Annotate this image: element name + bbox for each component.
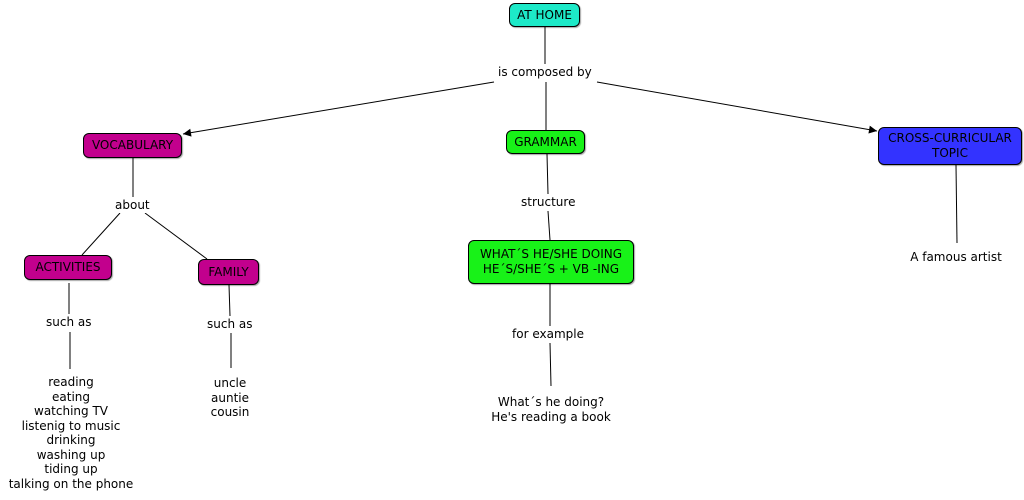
list-item: listenig to music	[21, 418, 121, 433]
link-cross-to-artist	[955, 164, 958, 244]
list-item: washing up	[36, 447, 106, 462]
list-item: watching TV	[34, 404, 108, 418]
node-at-home[interactable]: AT HOME	[509, 3, 580, 27]
node-activities[interactable]: ACTIVITIES	[24, 255, 112, 280]
family-list: uncle auntie cousin	[200, 376, 260, 420]
list-item: tiding up	[44, 462, 98, 476]
example-line: He's reading a book	[491, 409, 611, 424]
list-item: uncle	[213, 376, 247, 390]
node-grammar[interactable]: GRAMMAR	[506, 130, 585, 154]
list-item: drinking	[46, 433, 96, 447]
node-family[interactable]: FAMILY	[198, 259, 259, 285]
list-item: cousin	[210, 405, 250, 419]
node-grammar-structure[interactable]: WHAT´S HE/SHE DOING HE´S/SHE´S + VB -ING	[468, 240, 634, 284]
list-item: talking on the phone	[8, 476, 134, 491]
link-label-such-as-family: such as	[205, 317, 255, 332]
example-line: What´s he doing?	[497, 395, 605, 409]
link-label-about: about	[113, 198, 152, 213]
node-structure-line2: HE´S/SHE´S + VB -ING	[482, 262, 620, 276]
node-cross-curricular-line2: TOPIC	[932, 146, 968, 160]
node-cross-curricular-line1: CROSS-CURRICULAR	[888, 131, 1012, 145]
list-item: reading	[48, 375, 94, 389]
activities-list: reading eating watching TV listenig to m…	[8, 375, 134, 491]
example-text: What´s he doing? He's reading a book	[480, 395, 622, 424]
arrow-to-cross-curricular	[596, 81, 878, 134]
artist-text: A famous artist	[910, 250, 1002, 264]
link-about-to-activities	[81, 212, 121, 256]
arrow-to-vocabulary	[182, 81, 495, 137]
link-label-for-example: for example	[510, 327, 586, 342]
node-cross-curricular-topic[interactable]: CROSS-CURRICULAR TOPIC	[878, 127, 1022, 165]
list-item: auntie	[211, 390, 249, 405]
link-label-is-composed-by: is composed by	[496, 65, 594, 80]
link-structure-to-box	[547, 210, 551, 241]
link-forexample-to-example	[549, 342, 552, 387]
link-grammar-to-structure	[546, 153, 549, 195]
link-label-structure: structure	[519, 195, 578, 210]
link-label-such-as-activities: such as	[44, 315, 94, 330]
link-about-to-family	[144, 212, 208, 260]
node-vocabulary[interactable]: VOCABULARY	[83, 133, 182, 158]
list-item: eating	[52, 389, 90, 404]
node-structure-line1: WHAT´S HE/SHE DOING	[479, 247, 623, 261]
link-family-to-suchas	[228, 284, 231, 317]
